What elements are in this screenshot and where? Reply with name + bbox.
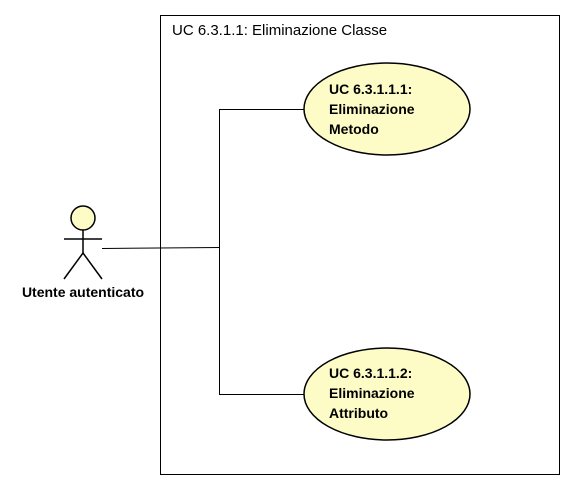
use-case-eliminazione-attributo[interactable]: UC 6.3.1.1.2: Eliminazione Attributo — [303, 347, 471, 441]
associations — [101, 109, 304, 395]
use-case-label-line: Attributo — [329, 405, 388, 421]
use-case-label: UC 6.3.1.1.2: Eliminazione Attributo — [329, 365, 418, 421]
system-title: UC 6.3.1.1: Eliminazione Classe — [172, 22, 387, 39]
use-case-ellipse — [303, 347, 471, 441]
actor-left-leg — [63, 252, 84, 280]
actor-right-leg — [82, 252, 103, 280]
use-case-label-line: Eliminazione — [329, 101, 415, 117]
use-case-eliminazione-metodo[interactable]: UC 6.3.1.1.1: Eliminazione Metodo — [303, 62, 471, 156]
actor-name: Utente autenticato — [22, 284, 144, 300]
association-actor-link — [101, 247, 221, 249]
use-case-ellipse — [303, 62, 471, 156]
use-case-label-line: UC 6.3.1.1.2: — [329, 365, 412, 381]
use-case-label: UC 6.3.1.1.1: Eliminazione Metodo — [329, 81, 418, 137]
actor[interactable]: Utente autenticato — [22, 205, 144, 300]
use-case-label-line: UC 6.3.1.1.1: — [329, 81, 412, 97]
use-case-label-line: Metodo — [329, 121, 379, 137]
use-case-label-line: Eliminazione — [329, 385, 415, 401]
actor-head — [70, 205, 96, 231]
